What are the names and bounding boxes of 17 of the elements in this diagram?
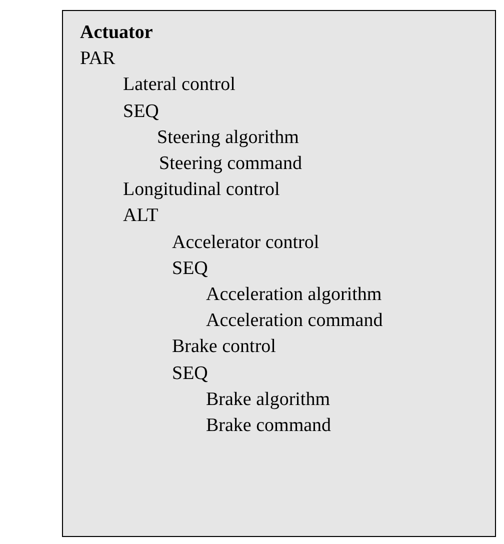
outline-item: PAR bbox=[80, 48, 116, 70]
outline-item: SEQ bbox=[172, 258, 208, 280]
outline-item: Brake algorithm bbox=[206, 388, 330, 411]
outline-item: SEQ bbox=[123, 100, 159, 123]
outline-item: Steering command bbox=[159, 153, 302, 175]
outline-box bbox=[62, 10, 496, 537]
outline-item: Brake control bbox=[172, 336, 276, 358]
outline-item: SEQ bbox=[172, 362, 208, 385]
outline-item: ALT bbox=[123, 205, 158, 228]
outline-item: Steering algorithm bbox=[157, 126, 299, 149]
outline-item: Lateral control bbox=[123, 74, 236, 96]
outline-item: Accelerator control bbox=[172, 232, 320, 254]
outline-item: Longitudinal control bbox=[123, 179, 280, 202]
outline-item: Acceleration command bbox=[206, 310, 383, 332]
outline-item: Brake command bbox=[206, 415, 332, 437]
outline-item: Acceleration algorithm bbox=[206, 284, 382, 306]
heading: Actuator bbox=[80, 22, 153, 44]
